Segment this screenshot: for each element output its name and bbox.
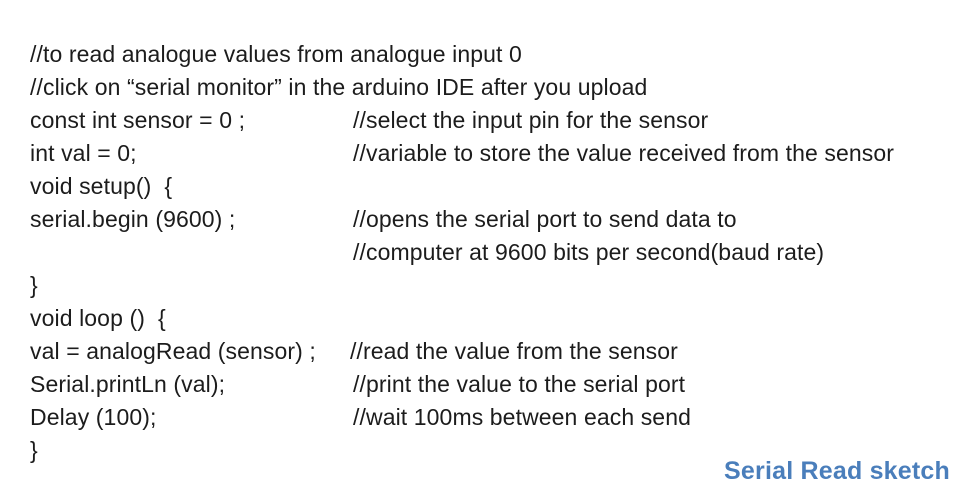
code-comment: //variable to store the value received f… bbox=[353, 140, 895, 166]
code-line: const int sensor = 0 ; //select the input… bbox=[0, 104, 968, 137]
code-statement: //click on “serial monitor” in the ardui… bbox=[30, 74, 648, 100]
code-line: Serial.printLn (val); //print the value t… bbox=[0, 368, 968, 401]
code-statement: int val = 0; bbox=[30, 140, 137, 166]
code-statement: Serial.printLn (val); bbox=[30, 371, 226, 397]
code-line: //to read analogue values from analogue … bbox=[0, 38, 968, 71]
code-line: void loop () { bbox=[0, 302, 968, 335]
code-comment: //opens the serial port to send data to bbox=[353, 206, 737, 232]
code-comment: //print the value to the serial port bbox=[353, 371, 686, 397]
code-statement: void loop () { bbox=[30, 305, 166, 331]
code-line: //click on “serial monitor” in the ardui… bbox=[0, 71, 968, 104]
code-statement: } bbox=[30, 437, 38, 463]
code-statement: Delay (100); bbox=[30, 404, 157, 430]
code-statement: val = analogRead (sensor) ; bbox=[30, 338, 316, 364]
code-statement: } bbox=[30, 272, 38, 298]
code-line: void setup() { bbox=[0, 170, 968, 203]
figure-caption: Serial Read sketch bbox=[724, 457, 950, 485]
code-statement: void setup() { bbox=[30, 173, 173, 199]
code-line: val = analogRead (sensor) ; //read the va… bbox=[0, 335, 968, 368]
code-line: serial.begin (9600) ; //opens the serial … bbox=[0, 203, 968, 236]
code-statement: const int sensor = 0 ; bbox=[30, 107, 246, 133]
code-comment: //select the input pin for the sensor bbox=[353, 107, 709, 133]
code-line: } bbox=[0, 269, 968, 302]
code-line: int val = 0; //variable to store the valu… bbox=[0, 137, 968, 170]
code-line: } bbox=[0, 434, 968, 467]
code-comment: //wait 100ms between each send bbox=[353, 404, 691, 430]
code-comment: //computer at 9600 bits per second(baud … bbox=[353, 239, 825, 265]
code-comment: //read the value from the sensor bbox=[350, 338, 678, 364]
code-line: Delay (100); //wait 100ms between each se… bbox=[0, 401, 968, 434]
code-statement: serial.begin (9600) ; bbox=[30, 206, 236, 232]
code-statement: //to read analogue values from analogue … bbox=[30, 41, 522, 67]
code-line: //computer at 9600 bits per second(baud … bbox=[0, 236, 968, 269]
